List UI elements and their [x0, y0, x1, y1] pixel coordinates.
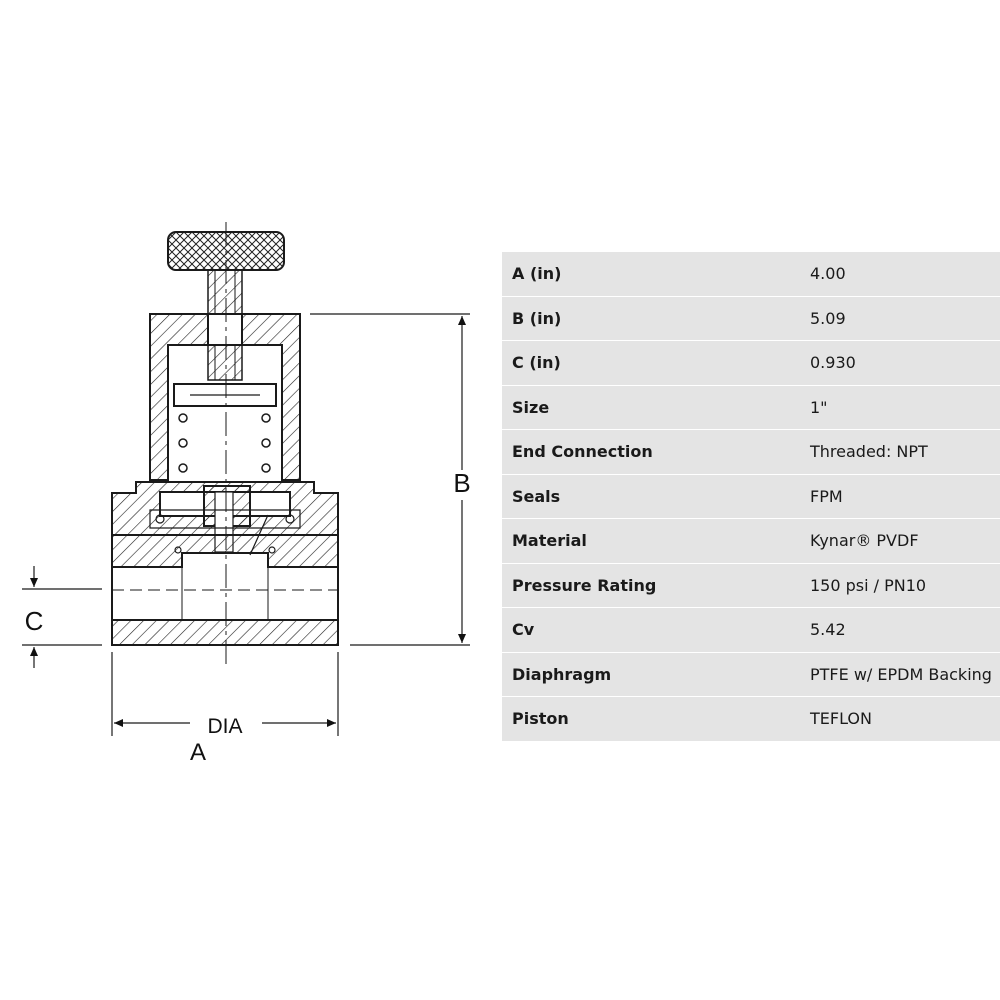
diaphragm [149, 509, 301, 529]
spec-value: Threaded: NPT [810, 430, 1000, 475]
dimension-b [310, 313, 470, 646]
spec-value: 0.930 [810, 341, 1000, 386]
spec-label: Pressure Rating [502, 563, 810, 608]
label-dia: DIA [207, 715, 242, 738]
label-a: A [190, 739, 206, 766]
spec-value: 5.42 [810, 608, 1000, 653]
spec-label: End Connection [502, 430, 810, 475]
spec-label: Diaphragm [502, 652, 810, 697]
spec-row-c: C (in)0.930 [502, 341, 1000, 386]
spec-value: 150 psi / PN10 [810, 563, 1000, 608]
dimension-c [22, 566, 102, 668]
dimension-a [111, 652, 339, 736]
spec-value: PTFE w/ EPDM Backing [810, 652, 1000, 697]
spec-label: Piston [502, 697, 810, 742]
bonnet-housing [149, 313, 301, 481]
label-c: C [25, 606, 44, 636]
spec-value: 4.00 [810, 252, 1000, 297]
spec-value: FPM [810, 474, 1000, 519]
spec-value: 1" [810, 385, 1000, 430]
spec-value: 5.09 [810, 296, 1000, 341]
spec-value: TEFLON [810, 697, 1000, 742]
spec-value: Kynar® PVDF [810, 519, 1000, 564]
valve-cross-section-drawing: B C DIA A [22, 222, 471, 766]
label-b: B [453, 468, 470, 498]
spring [178, 413, 271, 473]
spec-label: Material [502, 519, 810, 564]
spec-label: Size [502, 385, 810, 430]
spec-label: C (in) [502, 341, 810, 386]
spec-label: A (in) [502, 252, 810, 297]
spec-row-a: A (in)4.00 [502, 252, 1000, 297]
spec-label: Seals [502, 474, 810, 519]
spec-row-b: B (in)5.09 [502, 296, 1000, 341]
spec-label: Cv [502, 608, 810, 653]
spec-label: B (in) [502, 296, 810, 341]
valve-body [111, 231, 339, 646]
